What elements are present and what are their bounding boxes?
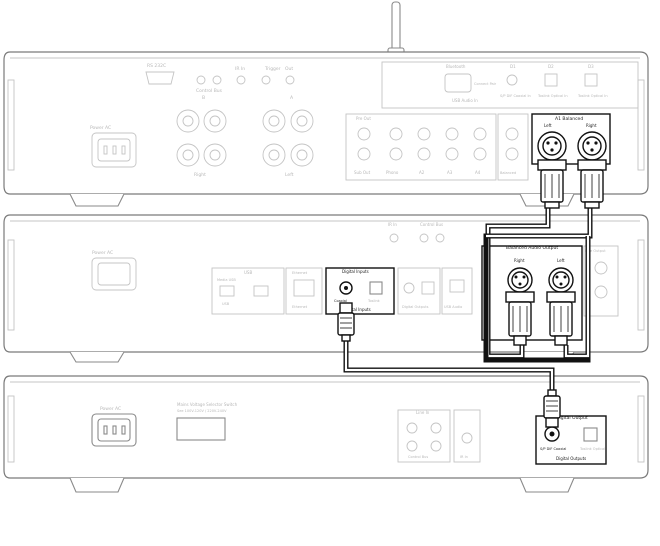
usb-header-label: USB bbox=[244, 270, 252, 275]
middle-ir-label: IR In bbox=[388, 222, 397, 227]
bottom-unit: Power AC Mains Voltage Selector Switch S… bbox=[3, 375, 649, 493]
top-chassis bbox=[3, 51, 649, 195]
xlr-in-right-label: Right bbox=[586, 123, 597, 128]
coax-plug-middle bbox=[337, 302, 355, 342]
rs232-label: RS 232C bbox=[147, 63, 166, 69]
bottom-toslink-label: Toslink Optical bbox=[579, 447, 605, 451]
middle-power-label: Power AC bbox=[92, 250, 113, 256]
middle-digital-inputs-label: Digital Inputs bbox=[342, 269, 369, 274]
bottom-power-label: Power AC bbox=[100, 406, 121, 412]
middle-digital-inputs: Digital Inputs Coaxial Toslink Digital I… bbox=[325, 267, 395, 315]
bottom-coax-label: S/P DIF Coaxial bbox=[540, 447, 566, 451]
ethernet-label: Ethernet bbox=[292, 271, 308, 275]
top-xlr-inputs: A1 Balanced Left Right bbox=[531, 113, 611, 165]
top-ir-label: IR In bbox=[235, 66, 245, 72]
sub-out-label: Sub Out bbox=[354, 170, 371, 175]
line-output-label: Line Output bbox=[585, 249, 606, 253]
d3-label: D3 bbox=[588, 64, 594, 69]
bottom-power-socket: Power AC bbox=[91, 406, 137, 447]
a2-label: A2 bbox=[419, 170, 425, 175]
bottom-faint-inputs: Line In Control Bus IR In bbox=[397, 409, 481, 463]
xlr-header-label: A1 Balanced bbox=[555, 116, 583, 122]
bt-sub-label: Connect Pair bbox=[474, 82, 497, 86]
xlr-plug-top-right bbox=[577, 159, 607, 209]
a4-label: A4 bbox=[475, 170, 481, 175]
coax-cable bbox=[337, 302, 561, 428]
bottom-control-bus-label: Control Bus bbox=[408, 455, 428, 459]
middle-digital-outputs: Digital Outputs bbox=[397, 267, 441, 315]
xlr-in-left-label: Left bbox=[544, 123, 552, 128]
speaker-terminals: B A Right Left bbox=[176, 95, 314, 178]
media-usb-label: Media USB bbox=[217, 278, 236, 282]
usb-audio-in-label: USB Audio In bbox=[452, 98, 478, 103]
speakers-right-label: Right bbox=[194, 172, 206, 178]
voltage-label: Mains Voltage Selector Switch bbox=[177, 402, 238, 407]
top-power-socket: Power AC bbox=[90, 125, 137, 168]
speakers-a-label: A bbox=[290, 95, 294, 101]
bottom-ir-label: IR In bbox=[460, 455, 468, 459]
middle-toslink-label: Toslink bbox=[367, 299, 381, 303]
toslink-2-label: Toslink Optical In bbox=[577, 94, 608, 98]
balanced-in-label: Balanced bbox=[500, 171, 516, 175]
bottom-digital-outputs-label: Digital Outputs bbox=[556, 456, 586, 461]
pre-out-label: Pre Out bbox=[356, 116, 371, 121]
toslink-1-label: Toslink Optical In bbox=[537, 94, 568, 98]
xlr-plug-middle-left bbox=[546, 291, 576, 346]
middle-digital-outputs-label: Digital Outputs bbox=[402, 305, 429, 309]
middle-line-output: Line Output bbox=[583, 245, 619, 317]
speakers-left-label: Left bbox=[285, 172, 294, 178]
top-control-bus-label: Control Bus bbox=[196, 88, 223, 94]
voltage-selector: Mains Voltage Selector Switch See 100V-1… bbox=[176, 402, 238, 441]
top-power-label: Power AC bbox=[90, 125, 111, 131]
line-in-label: Line In bbox=[416, 410, 430, 415]
rs232-port: RS 232C bbox=[145, 63, 175, 85]
voltage-sub-label: See 100V-120V / 220V-240V bbox=[177, 409, 227, 413]
xlr-plug-middle-right bbox=[505, 291, 535, 346]
xlr-cables bbox=[483, 159, 607, 363]
d1-label: D1 bbox=[510, 64, 516, 69]
middle-usb-audio-label: USB Audio bbox=[444, 305, 462, 309]
bluetooth-label: Bluetooth bbox=[446, 64, 466, 69]
middle-coax-label: Coaxial bbox=[334, 299, 347, 303]
usb-a-label: USB bbox=[222, 302, 230, 306]
ethernet-block: Ethernet Ethernet bbox=[285, 267, 323, 315]
top-analog-block: Pre Out Sub Out Phono A2 A3 A4 Balanced bbox=[345, 113, 529, 181]
xlr-out-left-label: Left bbox=[557, 258, 565, 263]
spdif-coax-label: S/P DIF Coaxial In bbox=[500, 94, 531, 98]
usb-block: USB Media USB USB bbox=[211, 267, 285, 315]
ethernet-sub-label: Ethernet bbox=[292, 305, 308, 309]
middle-usb-audio: USB Audio bbox=[441, 267, 473, 315]
bottom-chassis bbox=[3, 375, 649, 479]
balanced-output-label: Balanced Audio Output bbox=[506, 245, 558, 251]
speakers-b-label: B bbox=[202, 95, 205, 101]
d2-label: D2 bbox=[548, 64, 554, 69]
bottom-digital-output-label: Digital Output bbox=[556, 415, 588, 421]
middle-control-bus-label: Control Bus bbox=[420, 222, 443, 227]
top-digital-block: Bluetooth Connect Pair USB Audio In D1 S… bbox=[381, 61, 639, 109]
middle-power-socket: Power AC bbox=[91, 250, 137, 291]
trigger-label: Trigger bbox=[264, 66, 281, 72]
trigger-out-label: Out bbox=[285, 66, 293, 72]
top-small-jacks: Control Bus IR In Trigger Out bbox=[196, 66, 295, 94]
a3-label: A3 bbox=[447, 170, 453, 175]
xlr-out-right-label: Right bbox=[514, 258, 525, 263]
coax-plug-bottom bbox=[543, 389, 561, 428]
phono-label: Phono bbox=[386, 170, 399, 175]
xlr-plug-top-left bbox=[537, 159, 567, 209]
middle-digital-inputs-bottom-label: Digital Inputs bbox=[344, 307, 371, 312]
